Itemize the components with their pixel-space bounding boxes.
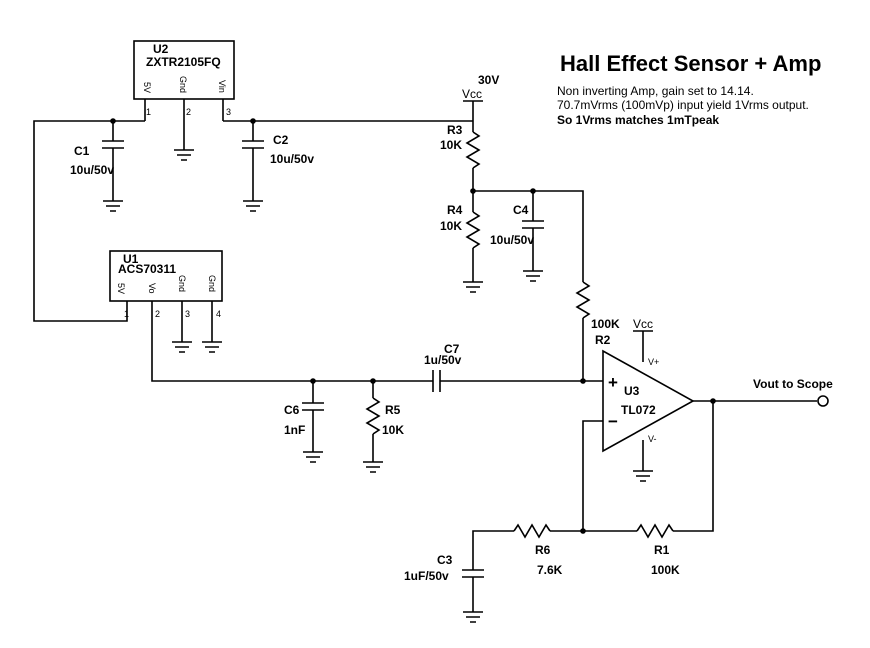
u1-pin-3-number: 3 — [185, 309, 190, 319]
c4-value: 10u/50v — [490, 233, 534, 247]
c7-ref: C7 — [444, 342, 460, 356]
u2-pin-1-number: 1 — [146, 107, 151, 117]
u1-pin-vo-label: Vo — [147, 283, 157, 294]
note-line-3: So 1Vrms matches 1mTpeak — [557, 113, 719, 127]
r2-ref: R2 — [595, 333, 611, 347]
u1-pin-1-number: 1 — [124, 309, 129, 319]
u2-pin-5v-label: 5V — [142, 82, 152, 93]
u3-ref: U3 — [624, 384, 640, 398]
ground-symbol — [174, 149, 194, 161]
r4-value: 10K — [440, 219, 462, 233]
ground-symbol — [463, 281, 483, 293]
c3-ref: C3 — [437, 553, 453, 567]
u3-vcc-label: Vcc — [633, 317, 653, 331]
ground-symbol — [202, 341, 222, 353]
ground-symbol — [172, 341, 192, 353]
c6-ref: C6 — [284, 403, 300, 417]
ground-symbol — [633, 470, 653, 482]
r5-value: 10K — [382, 423, 404, 437]
output-label: Vout to Scope — [753, 377, 833, 391]
u3-part: TL072 — [621, 403, 656, 417]
u2-pin-2-number: 2 — [186, 107, 191, 117]
u2-pin-gnd-label: Gnd — [178, 76, 188, 93]
r1-value: 100K — [651, 563, 680, 577]
supply-voltage: 30V — [478, 73, 499, 87]
r6-ref: R6 — [535, 543, 551, 557]
r3-ref: R3 — [447, 123, 463, 137]
wire-bias-node — [473, 190, 584, 282]
vcc-supply-symbol — [633, 330, 653, 362]
r5-ref: R5 — [385, 403, 401, 417]
u1-pin-5v-label: 5V — [116, 283, 126, 294]
c3-value: 1uF/50v — [404, 569, 449, 583]
note-line-1: Non inverting Amp, gain set to 14.14. — [557, 84, 754, 98]
output-terminal — [817, 395, 829, 407]
vcc-net-label: Vcc — [462, 87, 482, 101]
c1-capacitor — [102, 140, 124, 149]
schematic-title: Hall Effect Sensor + Amp — [560, 51, 821, 76]
r4-resistor — [465, 211, 481, 249]
r2-resistor — [575, 281, 591, 319]
ground-symbol — [463, 611, 483, 623]
r1-resistor — [636, 523, 674, 539]
u2-ref: U2 — [153, 42, 169, 56]
u1-pin-gnd2-label: Gnd — [207, 275, 217, 292]
u3-vplus-label: V+ — [648, 357, 659, 367]
c2-value: 10u/50v — [270, 152, 314, 166]
opamp-minus-sign: − — [608, 412, 618, 431]
u1-hall-sensor: U1 ACS70311 5V Vo Gnd Gnd 1 2 3 4 — [109, 250, 223, 319]
r3-resistor — [465, 131, 481, 169]
u1-ref: U1 — [123, 252, 139, 266]
ground-symbol — [523, 270, 543, 282]
opamp-plus-sign: + — [608, 373, 618, 392]
c7-value: 1u/50v — [424, 353, 462, 367]
c4-capacitor — [522, 220, 544, 229]
c2-capacitor — [242, 140, 264, 149]
c7-capacitor — [432, 370, 441, 392]
wire-sensor-output — [151, 301, 433, 382]
u2-pin-vin-label: Vin — [217, 80, 227, 93]
r6-resistor — [513, 523, 551, 539]
ground-symbol — [303, 451, 323, 463]
r2-value: 100K — [591, 317, 620, 331]
ground-symbol — [363, 461, 383, 473]
c6-value: 1nF — [284, 423, 305, 437]
u3-vminus-label: V- — [648, 434, 657, 444]
u2-pin-3-number: 3 — [226, 107, 231, 117]
u1-pin-2-number: 2 — [155, 309, 160, 319]
wire-inv-input — [582, 420, 603, 531]
u3-opamp: + − U3 TL072 V+ V- — [602, 349, 695, 453]
note-line-2: 70.7mVrms (100mVp) input yield 1Vrms out… — [557, 98, 809, 112]
wire-5v-rail — [33, 120, 145, 322]
u1-pin-gnd-label: Gnd — [177, 275, 187, 292]
c3-capacitor — [462, 569, 484, 578]
u1-part: ACS70311 — [118, 262, 176, 276]
junction-dot — [580, 378, 586, 384]
r6-value: 7.6K — [537, 563, 563, 577]
r1-ref: R1 — [654, 543, 670, 557]
r5-resistor — [365, 397, 381, 435]
c1-ref: C1 — [74, 144, 90, 158]
u2-part: ZXTR2105FQ — [146, 55, 221, 69]
u1-pin-4-number: 4 — [216, 309, 221, 319]
c6-capacitor — [302, 402, 324, 411]
r3-value: 10K — [440, 138, 462, 152]
vcc-supply-symbol — [463, 100, 483, 121]
ground-symbol — [243, 200, 263, 212]
ground-symbol — [103, 200, 123, 212]
r4-ref: R4 — [447, 203, 463, 217]
c4-ref: C4 — [513, 203, 529, 217]
c2-ref: C2 — [273, 133, 289, 147]
c1-value: 10u/50v — [70, 163, 114, 177]
